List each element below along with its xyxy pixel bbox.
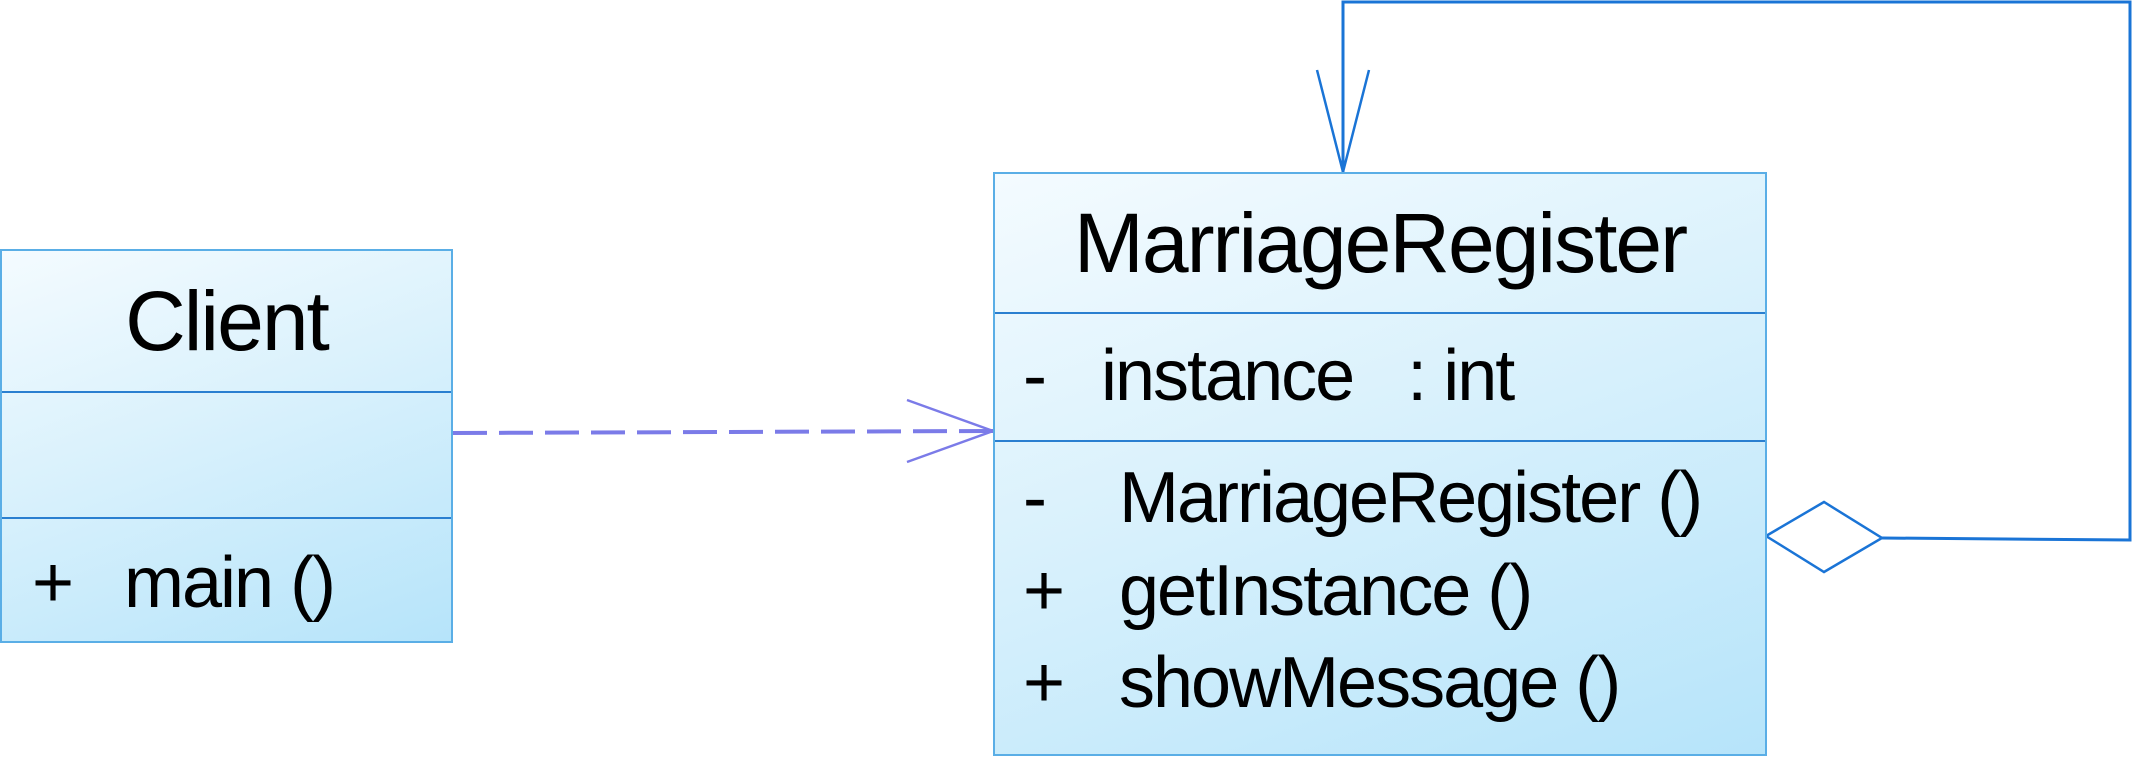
attribute-instance: instance : int: [1101, 336, 1515, 416]
operation-visibility: +: [1023, 551, 1066, 631]
class-client-name-compartment: Client: [2, 251, 451, 391]
dependency-connector: [452, 398, 997, 464]
operation-show-message: showMessage (): [1119, 643, 1621, 723]
class-client-operations-compartment: + main (): [2, 517, 451, 641]
class-marriage-register-operations-compartment: - MarriageRegister () + getInstance () +…: [995, 440, 1765, 754]
operation-get-instance: getInstance (): [1119, 551, 1533, 631]
aggregation-line: [1341, 0, 2132, 542]
class-client[interactable]: Client + main (): [0, 249, 453, 643]
operation-visibility: -: [1023, 458, 1047, 538]
attribute-visibility: -: [1023, 336, 1047, 416]
operation-visibility: +: [32, 543, 75, 623]
class-marriage-register-name-compartment: MarriageRegister: [995, 174, 1765, 312]
class-marriage-register[interactable]: MarriageRegister - instance : int - Marr…: [993, 172, 1767, 756]
operation-main: main (): [124, 543, 336, 623]
aggregation-diamond: [1763, 500, 1885, 574]
dependency-line: [452, 429, 994, 435]
operation-constructor: MarriageRegister (): [1119, 458, 1703, 538]
class-marriage-register-attributes-compartment: - instance : int: [995, 312, 1765, 440]
class-marriage-register-name: MarriageRegister: [1073, 195, 1688, 290]
class-client-attributes-compartment: [2, 391, 451, 517]
operation-visibility: +: [1023, 643, 1066, 723]
class-client-name: Client: [125, 273, 330, 368]
